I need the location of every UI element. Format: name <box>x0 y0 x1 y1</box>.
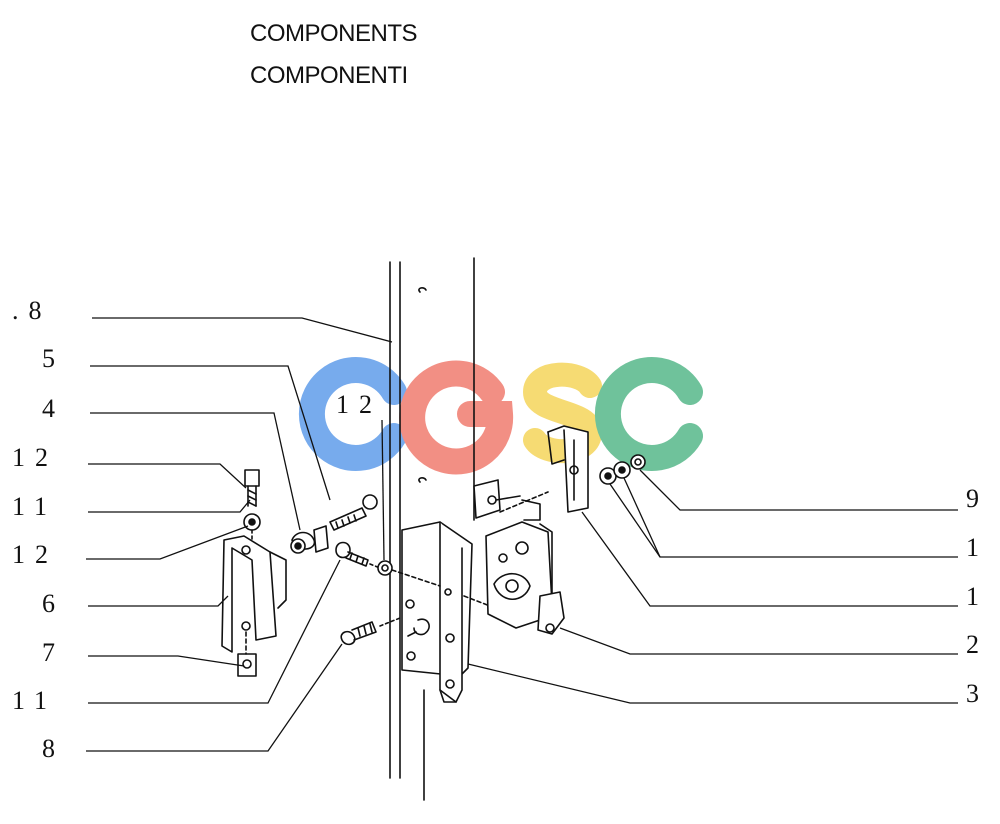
leader-line-12-inner <box>381 419 385 561</box>
callout-label: 6 <box>42 589 65 618</box>
callout-label: 3 <box>966 679 989 708</box>
leader-line-8-lower <box>86 643 343 752</box>
door-panel <box>389 257 475 801</box>
lock-screws <box>335 491 549 646</box>
watermark-letter-c2 <box>594 357 703 471</box>
leader-line-12-mid <box>86 525 249 560</box>
pillar-bracket <box>473 479 521 519</box>
leader-line-9 <box>639 469 958 511</box>
watermark-letter-c1 <box>298 357 407 471</box>
leader-line-2 <box>559 627 958 655</box>
leader-line-1-lower <box>581 511 958 607</box>
lock-housing <box>401 521 473 703</box>
leader-line-1-upper <box>609 483 958 558</box>
leader-line-5 <box>90 365 331 501</box>
callout-label: 5 <box>42 344 65 373</box>
callout-label: 11 <box>12 686 58 715</box>
callout-label: 4 <box>42 394 65 423</box>
leader-lines <box>86 317 958 752</box>
leader-line-3 <box>467 663 958 704</box>
callout-label: 7 <box>42 638 65 667</box>
callout-label: 12 <box>12 443 58 472</box>
leader-line-12-upper <box>88 463 247 489</box>
leader-line-1-upper-b <box>623 477 661 558</box>
watermark-letter-g <box>399 360 514 475</box>
callout-label: 12 <box>336 390 382 419</box>
leader-line-4 <box>90 412 301 531</box>
callout-label: 1 <box>966 582 989 611</box>
callout-label: 9 <box>966 484 989 513</box>
striker-fasteners <box>599 454 646 485</box>
leader-line-6 <box>88 595 229 607</box>
diagram-title-it: COMPONENTI <box>250 62 408 89</box>
callout-label: 2 <box>966 630 989 659</box>
callout-label: .8 <box>12 296 52 325</box>
leader-line-7 <box>88 655 245 667</box>
bracket-bolt-top <box>243 469 261 541</box>
callout-label: 1 <box>966 533 989 562</box>
handle-bracket <box>221 535 287 677</box>
striker-plate <box>547 425 589 513</box>
hinge-pin-bolt <box>290 494 378 554</box>
diagram-title-en: COMPONENTS <box>250 20 418 47</box>
leader-line-11-upper <box>88 499 251 513</box>
callout-label: 8 <box>42 734 65 763</box>
leader-line-11-lower <box>88 559 341 704</box>
leader-line-8-top <box>92 317 393 343</box>
callout-label: 11 <box>12 492 58 521</box>
callout-label: 12 <box>12 540 58 569</box>
latch-mechanism <box>485 499 565 635</box>
